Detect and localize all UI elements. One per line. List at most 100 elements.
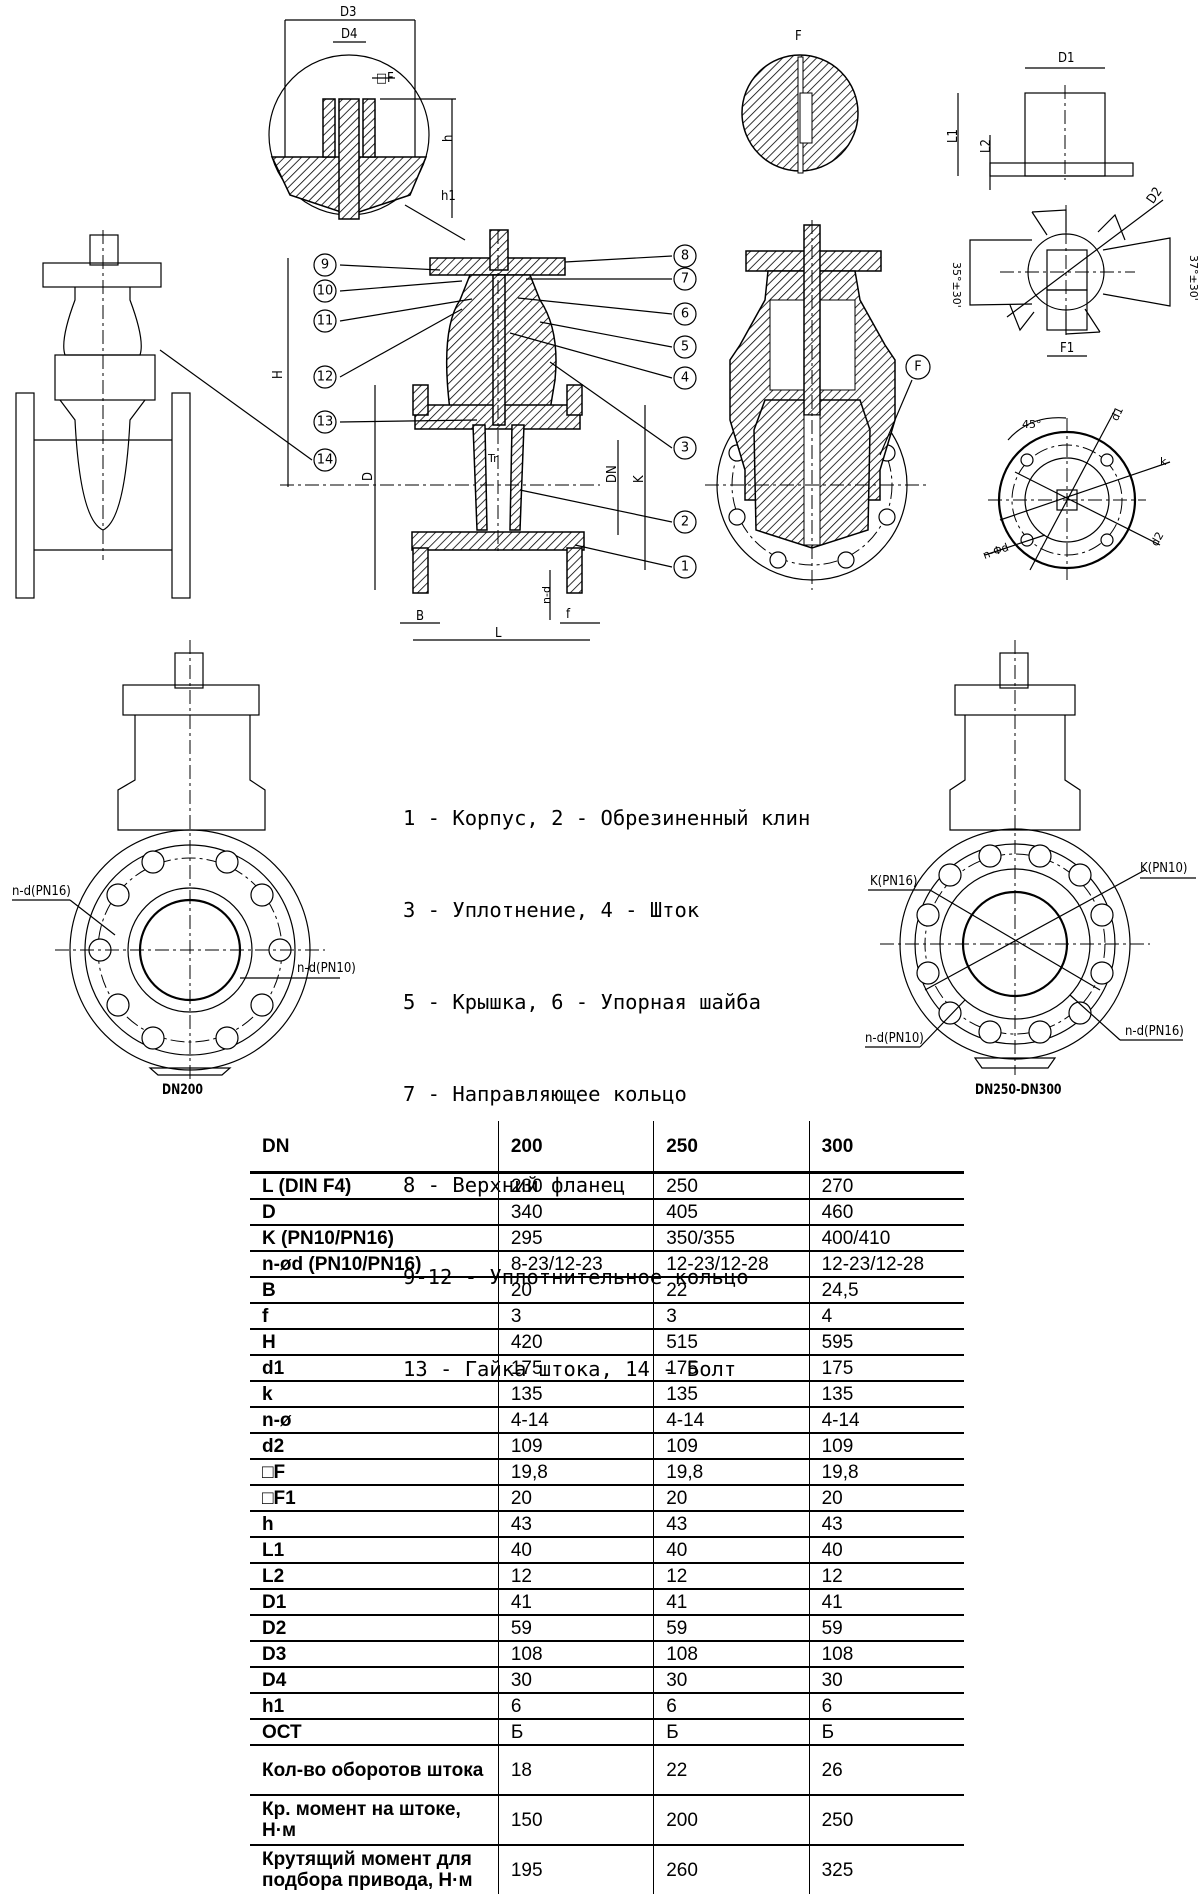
row-value: 4-14 <box>808 1407 964 1434</box>
row-value: 19,8 <box>497 1459 654 1486</box>
row-value: 41 <box>808 1589 964 1616</box>
svg-text:3: 3 <box>681 441 689 456</box>
row-value: 41 <box>497 1589 654 1616</box>
row-value: 4-14 <box>653 1407 810 1434</box>
dim-n-d: n-d <box>540 586 553 604</box>
row-value: 12 <box>653 1563 810 1590</box>
row-value: 6 <box>808 1693 964 1720</box>
row-value: Б <box>653 1719 810 1746</box>
row-value: 30 <box>808 1667 964 1694</box>
row-value: 12-23/12-28 <box>808 1251 964 1278</box>
svg-text:7: 7 <box>681 272 689 287</box>
row-value: 340 <box>497 1199 654 1226</box>
row-value: 295 <box>497 1225 654 1252</box>
row-label: D2 <box>250 1615 499 1642</box>
row-label: □F1 <box>250 1485 499 1512</box>
svg-text:6: 6 <box>681 307 689 322</box>
row-label: H <box>250 1329 499 1356</box>
dim-f: f <box>566 607 571 622</box>
row-value: 18 <box>497 1745 654 1796</box>
row-value: 8-23/12-23 <box>497 1251 654 1278</box>
row-value: 325 <box>808 1845 964 1894</box>
row-label: f <box>250 1303 499 1330</box>
flange-pattern: 45° d1 k d2 n-Φd <box>981 405 1171 580</box>
row-value: 59 <box>497 1615 654 1642</box>
dim-h1: h1 <box>441 189 456 204</box>
row-label: D4 <box>250 1667 499 1694</box>
row-value: 26 <box>808 1745 964 1796</box>
table-header-row: DN 200 250 300 <box>250 1121 964 1174</box>
dim-D1: D1 <box>1058 51 1074 66</box>
callout-5: 5 <box>539 321 697 359</box>
table-row: Крутящий момент для подбора привода, Н·м… <box>250 1845 964 1894</box>
row-label: L2 <box>250 1563 499 1590</box>
valve-section-view: H D DN K Tr L B f n-d 9 10 11 12 13 14 8… <box>159 229 697 641</box>
callout-3: 3 <box>549 361 697 460</box>
row-label: h <box>250 1511 499 1538</box>
row-value: 150 <box>497 1795 654 1846</box>
label-nd-pn10-dn250: n-d(PN10) <box>865 1031 924 1046</box>
callout-1: 1 <box>574 544 697 579</box>
row-value: 19,8 <box>653 1459 810 1486</box>
caption-dn250-dn300: DN250-DN300 <box>975 1082 1062 1098</box>
header-cell: 250 <box>653 1121 810 1174</box>
row-value: 22 <box>653 1277 810 1304</box>
svg-text:8: 8 <box>681 249 689 264</box>
valve-side-view <box>15 230 191 599</box>
row-value: 40 <box>653 1537 810 1564</box>
row-value: 400/410 <box>808 1225 964 1252</box>
callout-8: 8 <box>564 244 697 268</box>
dim-K: K <box>632 475 647 483</box>
header-cell: DN <box>250 1121 499 1174</box>
row-value: 109 <box>808 1433 964 1460</box>
row-value: 109 <box>653 1433 810 1460</box>
row-value: 20 <box>653 1485 810 1512</box>
row-value: 43 <box>497 1511 654 1538</box>
header-cell: 300 <box>808 1121 964 1174</box>
row-value: 43 <box>808 1511 964 1538</box>
callout-9: 9 <box>313 253 441 277</box>
legend-item: 7 - Направляющее кольцо <box>403 1081 687 1106</box>
dim-D2: D2 <box>1144 185 1166 207</box>
row-label: n-ø <box>250 1407 499 1434</box>
row-value: 41 <box>653 1589 810 1616</box>
dim-d1: d1 <box>1108 405 1126 423</box>
svg-text:9: 9 <box>321 258 329 273</box>
row-label: K (PN10/PN16) <box>250 1225 499 1252</box>
row-label: B <box>250 1277 499 1304</box>
row-label: k <box>250 1381 499 1408</box>
dim-DN: DN <box>605 465 620 483</box>
dim-F1: F1 <box>1060 341 1074 356</box>
dim-L1: L1 <box>946 129 961 143</box>
row-value: 12 <box>808 1563 964 1590</box>
dim-D: D <box>361 472 376 481</box>
row-label: Кол-во оборотов штока <box>250 1745 499 1796</box>
label-k-pn16: K(PN16) <box>870 874 917 889</box>
svg-text:4: 4 <box>681 371 689 386</box>
row-value: 40 <box>497 1537 654 1564</box>
row-value: 108 <box>808 1641 964 1668</box>
row-value: 30 <box>653 1667 810 1694</box>
row-value: 22 <box>653 1745 810 1796</box>
valve-cutaway-view: F <box>705 220 931 590</box>
row-value: 30 <box>497 1667 654 1694</box>
legend-item: 5 - Крышка, 6 - Упорная шайба <box>403 989 761 1014</box>
row-value: 135 <box>653 1381 810 1408</box>
row-value: 4-14 <box>497 1407 654 1434</box>
callout-14: 14 <box>159 349 337 472</box>
angle-45: 45° <box>1022 418 1042 431</box>
svg-text:5: 5 <box>681 340 689 355</box>
row-label: □F <box>250 1459 499 1486</box>
row-value: 3 <box>653 1303 810 1330</box>
callout-6: 6 <box>517 297 697 326</box>
